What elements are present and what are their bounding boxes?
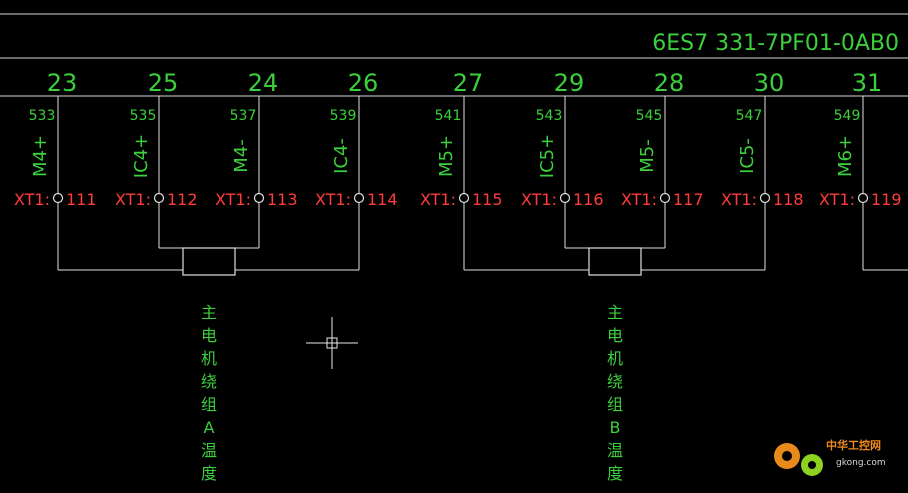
pin-number: 26 <box>348 69 379 97</box>
terminal-label: XT1: <box>721 190 757 209</box>
terminal-icon <box>153 192 165 204</box>
pin-number: 28 <box>654 69 685 97</box>
wire-number: 535 <box>130 108 157 124</box>
wire-number: 533 <box>29 108 56 124</box>
wire-number: 549 <box>834 108 861 124</box>
terminal-icon <box>759 192 771 204</box>
sensor-loop-2 <box>464 247 765 276</box>
signal-name: IC4- <box>331 138 352 174</box>
wire-number: 543 <box>536 108 563 124</box>
terminal-icon <box>253 192 265 204</box>
signal-name: M5+ <box>436 135 457 177</box>
terminal-icon <box>353 192 365 204</box>
terminal-label: XT1: <box>521 190 557 209</box>
watermark-brand: 中华工控网 <box>826 438 881 452</box>
rtd-resistor-icon <box>182 247 236 276</box>
terminal-number: 116 <box>573 190 604 209</box>
terminal-number: 114 <box>367 190 398 209</box>
terminal-label: XT1: <box>819 190 855 209</box>
signal-name: M4- <box>231 139 252 172</box>
pin-number: 29 <box>554 69 585 97</box>
terminal-label: XT1: <box>14 190 50 209</box>
pin-number: 27 <box>453 69 484 97</box>
wiring-group <box>58 247 908 276</box>
terminal-label: XT1: <box>115 190 151 209</box>
watermark-logo: 中华工控网 gkong.com <box>774 438 886 476</box>
terminal-number: 119 <box>871 190 902 209</box>
signal-name: IC5- <box>737 138 758 174</box>
terminal-icon <box>52 192 64 204</box>
terminal-number: 112 <box>167 190 198 209</box>
terminal-number: 111 <box>66 190 97 209</box>
pin-number: 23 <box>47 69 78 97</box>
terminal-number: 113 <box>267 190 298 209</box>
terminal-number: 118 <box>773 190 804 209</box>
wire-number: 545 <box>636 108 663 124</box>
watermark-url: gkong.com <box>836 458 886 468</box>
pin-number: 30 <box>754 69 785 97</box>
terminal-icon <box>559 192 571 204</box>
terminal-label: XT1: <box>621 190 657 209</box>
terminal-label: XT1: <box>315 190 351 209</box>
module-part-number: 6ES7 331-7PF01-0AB0 <box>652 31 899 56</box>
wire-number: 539 <box>330 108 357 124</box>
terminal-label: XT1: <box>420 190 456 209</box>
signal-name: M4+ <box>30 135 51 177</box>
pin-number: 31 <box>852 69 883 97</box>
wire-number: 541 <box>435 108 462 124</box>
terminal-number: 117 <box>673 190 704 209</box>
signal-name: IC4+ <box>131 134 152 178</box>
terminal-label: XT1: <box>215 190 251 209</box>
terminal-number: 115 <box>472 190 503 209</box>
signal-name: IC5+ <box>537 134 558 178</box>
pin-number: 24 <box>248 69 279 97</box>
terminal-icon <box>659 192 671 204</box>
terminal-icon <box>458 192 470 204</box>
sensor-loop-1 <box>58 247 359 276</box>
signal-name: M6+ <box>835 135 856 177</box>
rtd-resistor-icon <box>588 247 642 276</box>
pin-number: 25 <box>148 69 179 97</box>
crosshair-cursor-icon <box>306 317 358 369</box>
wire-number: 547 <box>736 108 763 124</box>
terminal-icon <box>857 192 869 204</box>
signal-name: M5- <box>637 139 658 172</box>
gear-icon <box>774 443 823 476</box>
wire-number: 537 <box>230 108 257 124</box>
